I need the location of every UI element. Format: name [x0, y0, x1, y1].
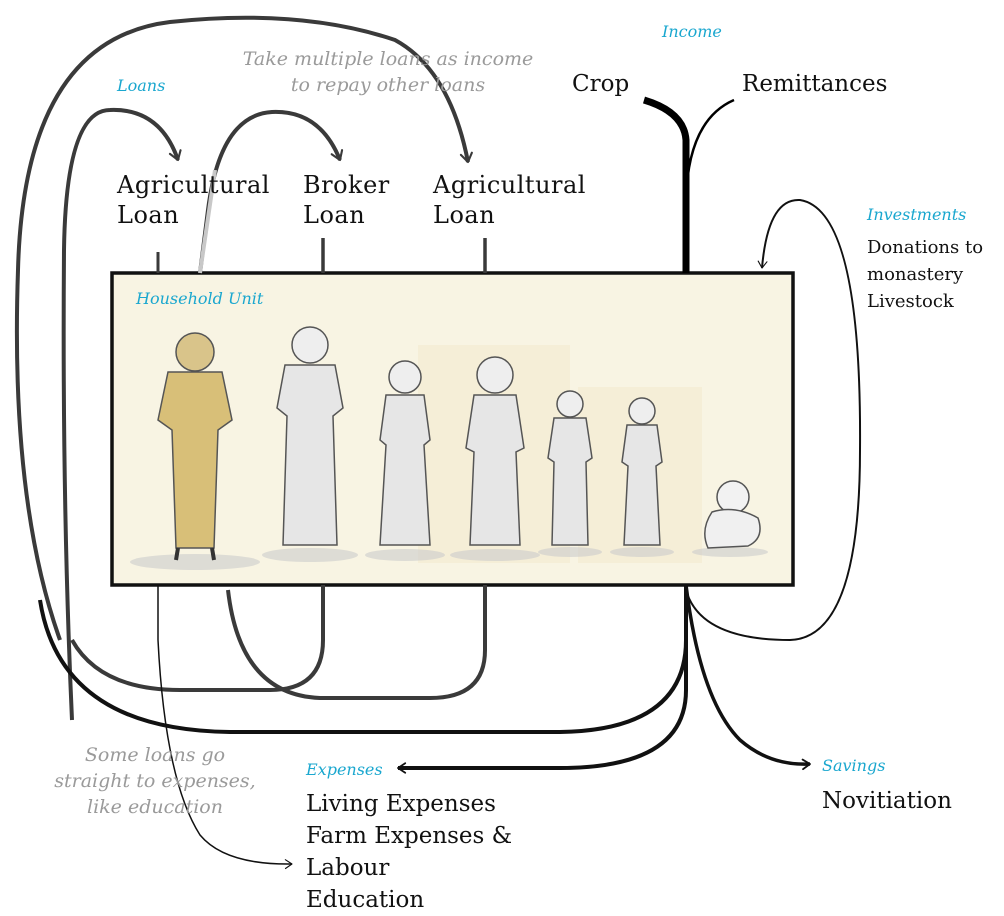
- income-heading: Income: [662, 22, 722, 41]
- household-heading: Household Unit: [136, 289, 264, 308]
- figure-girl: [610, 397, 674, 557]
- loan3-bottom-loop: [226, 585, 487, 700]
- savings-items: Novitiation: [822, 788, 952, 814]
- loan-repay-arrow-1: [61, 107, 182, 721]
- loans-to-education-arrow: [157, 585, 293, 870]
- investments-heading: Investments: [867, 205, 967, 224]
- loan-repay-arrow-2-gray: [198, 169, 217, 274]
- expenses-heading: Expenses: [306, 760, 383, 779]
- remittances-label: Remittances: [742, 71, 888, 97]
- figure-boy: [538, 390, 602, 557]
- income-remittances-line: [684, 98, 735, 201]
- income-crop-line: [642, 96, 690, 273]
- figure-adult-woman: [262, 326, 358, 562]
- savings-arrow: [684, 584, 811, 771]
- expenses-arrow: [397, 585, 688, 774]
- crop-label: Crop: [572, 71, 630, 97]
- expenses-note: Some loans go straight to expenses, like…: [54, 744, 256, 818]
- savings-heading: Savings: [822, 756, 886, 775]
- expenses-items: Living Expenses Farm Expenses & Labour E…: [306, 791, 513, 913]
- investments-items: Donations to monastery Livestock: [867, 237, 984, 312]
- loan2-label: Broker Loan: [303, 171, 390, 229]
- loan-repay-arrow-3: [14, 15, 473, 641]
- loan3-label: Agricultural Loan: [433, 171, 586, 229]
- figure-baby: [692, 480, 768, 557]
- figure-adult-man: [130, 332, 260, 570]
- figure-young-woman: [450, 356, 540, 561]
- loans-heading: Loans: [117, 76, 166, 95]
- family-figures: [130, 326, 768, 570]
- multi-loan-note: Take multiple loans as income to repay o…: [242, 48, 534, 96]
- outer-bottom-loop: [38, 599, 688, 734]
- loan1-label: Agricultural Loan: [117, 171, 270, 229]
- loan2-bottom-loop: [70, 585, 325, 692]
- figure-teen-girl: [365, 360, 445, 561]
- investments-loop: [685, 198, 862, 642]
